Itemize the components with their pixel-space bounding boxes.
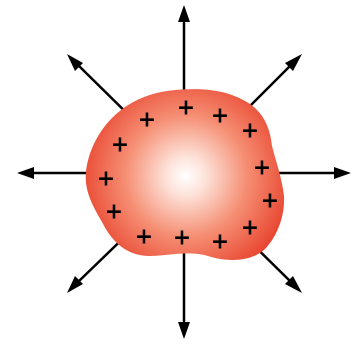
positive-charge-8: + — [261, 189, 279, 214]
positive-charge-7: + — [97, 167, 115, 192]
positive-charge-11: + — [135, 225, 153, 250]
positive-charge-2: + — [177, 96, 195, 121]
positive-charge-1: + — [138, 108, 156, 133]
positive-charge-5: + — [111, 133, 129, 158]
positive-charge-12: + — [173, 226, 191, 251]
positive-charge-3: + — [211, 104, 229, 129]
positive-charge-10: + — [241, 216, 259, 241]
positive-charge-4: + — [241, 119, 259, 144]
positive-charge-9: + — [105, 200, 123, 225]
positive-charge-6: + — [253, 156, 271, 181]
positive-charge-13: + — [211, 230, 229, 255]
